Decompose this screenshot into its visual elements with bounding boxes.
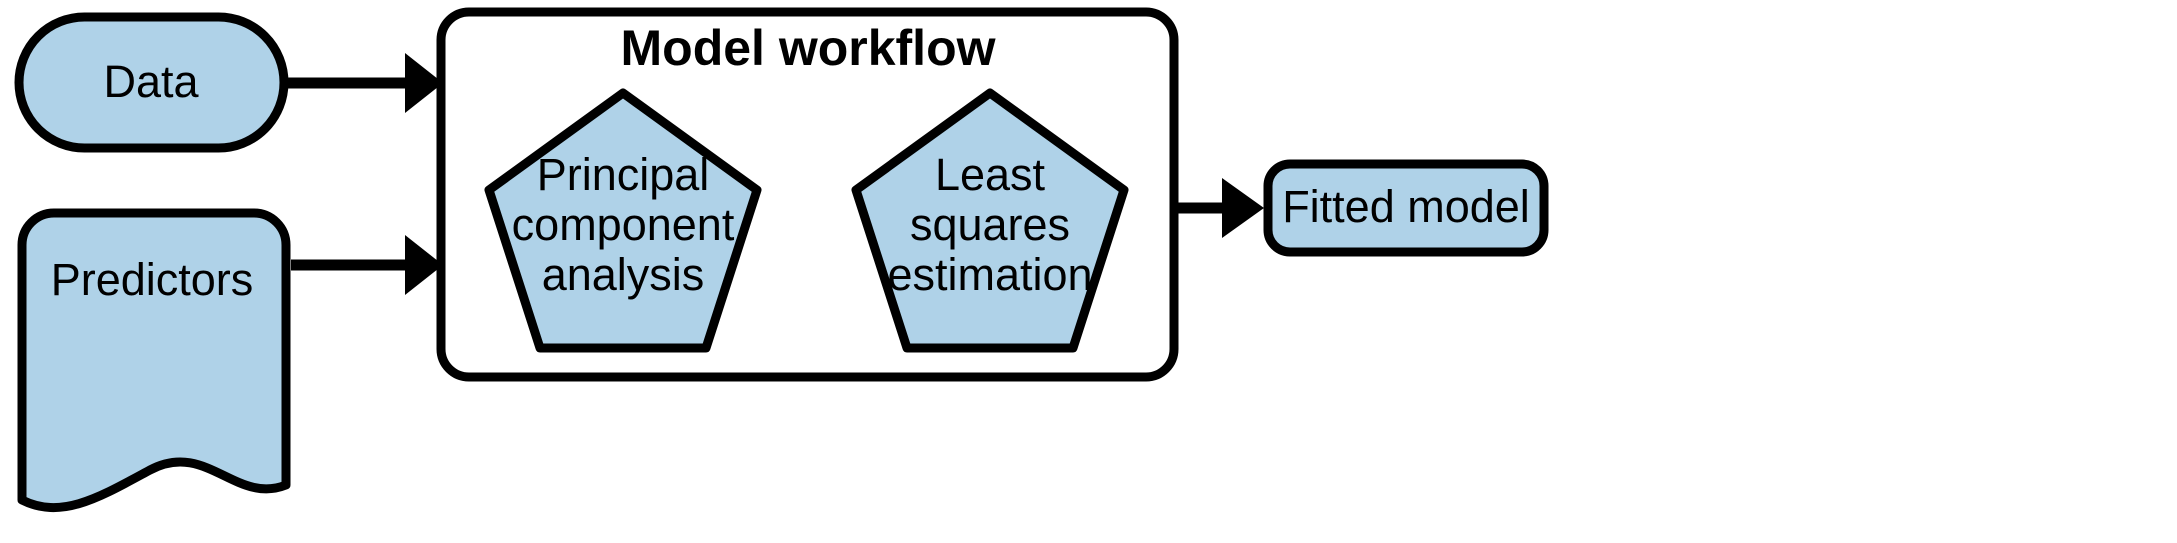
data-label: Data [103,56,199,107]
node-principal-component-analysis[interactable]: Principal component analysis [484,88,762,353]
arrowhead-icon [1222,178,1264,238]
predictors-label: Predictors [51,254,254,305]
lse-label-line-2: squares [910,199,1070,250]
pca-shape [484,88,762,353]
lse-label-line-1: Least [935,149,1046,200]
pca-label-line-3: analysis [542,249,705,300]
data-shape [14,12,289,153]
edge-data-to-workflow [286,53,443,113]
lse-label-line-3: estimation [887,249,1092,300]
edge-predictors-to-workflow [291,235,443,295]
node-predictors[interactable]: Predictors [17,208,291,512]
pca-label-line-2: component [512,199,735,250]
node-data[interactable]: Data [14,12,289,153]
fitted-model-label: Fitted model [1282,181,1530,232]
pca-label-line-1: Principal [537,149,710,200]
arrowhead-icon [405,53,443,113]
model-workflow-title: Model workflow [621,20,996,76]
arrowhead-icon [405,235,443,295]
fitted-model-shape [1263,159,1549,257]
edge-workflow-to-fitted-model [1170,178,1264,238]
lse-shape [851,88,1129,353]
predictors-shape [17,208,291,512]
node-least-squares-estimation[interactable]: Least squares estimation [851,88,1129,353]
node-fitted-model[interactable]: Fitted model [1263,159,1549,257]
